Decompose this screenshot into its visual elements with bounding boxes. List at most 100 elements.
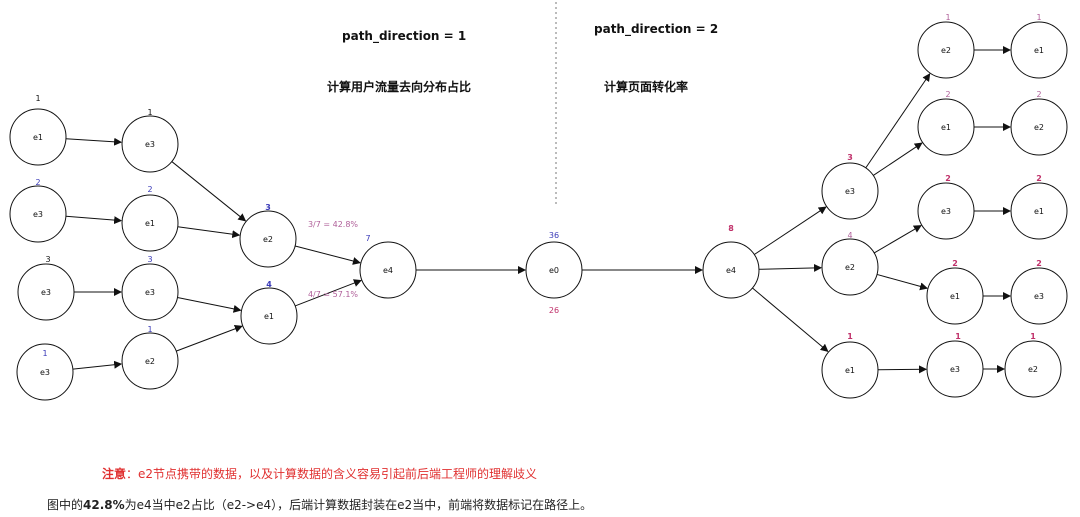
node-circle: [926, 267, 984, 325]
edge-R1_e4-to-R2_e1: [752, 287, 829, 352]
node-count: 1: [35, 94, 40, 103]
node-count: 36: [549, 231, 559, 240]
node-count: 4: [847, 231, 852, 240]
node-label: e3: [941, 207, 951, 216]
node-label: e3: [33, 210, 43, 219]
edge-R1_e4-to-R2_e3: [754, 206, 827, 255]
node-label: e1: [845, 366, 855, 375]
node-count: 2: [945, 174, 951, 183]
node-label: e2: [1028, 365, 1038, 374]
node-circle: [9, 185, 67, 243]
node-count: 3: [45, 255, 50, 264]
node-circle: [240, 287, 298, 345]
node-R4_e3: e32: [1010, 259, 1068, 325]
node-R2_e1: e11: [821, 332, 879, 399]
node-circle: [1004, 340, 1062, 398]
edge-ratio-label: 3/7 = 42.8%: [308, 220, 358, 229]
right-section-subheading: 计算页面转化率: [604, 80, 689, 94]
node-label: e1: [264, 312, 274, 321]
edge-L1_e1-to-L2_e3a: [65, 137, 123, 146]
node-circle: [821, 341, 879, 399]
node-circle: [1010, 182, 1068, 240]
node-circle: [1010, 98, 1068, 156]
node-label: e2: [941, 46, 951, 55]
node-count: 7: [365, 234, 370, 243]
edge-L2_e3a-to-L3_e2: [171, 161, 247, 222]
node-circle: [917, 182, 975, 240]
node-L2_e3a: e31: [121, 108, 179, 173]
edges-layer: 3/7 = 42.8%4/7 = 57.1%: [65, 46, 1011, 374]
node-count: 1: [1036, 13, 1041, 22]
node-count-below: 26: [549, 306, 559, 315]
node-circle: [17, 263, 75, 321]
node-label: e2: [1034, 123, 1044, 132]
edge-L2_e2-to-L3_e1: [176, 324, 243, 352]
edge-R2_e3-to-R3_e2: [865, 73, 931, 169]
node-C_e0: e0 36 26: [525, 231, 583, 315]
edge-L2_e1-to-L3_e2: [177, 226, 241, 239]
node-label: e2: [145, 357, 155, 366]
node-R1_e4: e4 8: [702, 224, 760, 299]
node-circle: [917, 21, 975, 79]
node-count: 2: [952, 259, 958, 268]
node-count: 1: [42, 349, 47, 358]
edge-L3_e2-to-L4_e4: [294, 245, 361, 265]
node-L1_e3a: e3 2: [9, 178, 67, 243]
node-R2_e3: e33: [821, 153, 879, 220]
node-count: 4: [266, 280, 272, 289]
edge-R1_e4-to-R2_e2: [758, 263, 823, 272]
node-circle: [917, 98, 975, 156]
caption-part2: 为e4当中e2占比（e2->e4），后端计算数据封装在e2当中，前端将数据标记在…: [124, 498, 593, 512]
node-circle: [821, 238, 879, 296]
node-count: 2: [147, 185, 152, 194]
node-L1_e3c: e31: [16, 343, 74, 401]
node-label: e3: [1034, 292, 1044, 301]
node-count: 1: [955, 332, 961, 341]
node-L4_e4: e47: [359, 234, 417, 299]
node-label: e3: [41, 288, 51, 297]
node-circle: [121, 115, 179, 173]
node-label: e1: [941, 123, 951, 132]
node-R4_e1b: e12: [1010, 174, 1068, 240]
node-circle: [926, 340, 984, 398]
node-R2_e2: e2 4: [821, 231, 879, 296]
edge-L2_e3b-to-L3_e1: [177, 297, 242, 313]
node-label: e1: [145, 219, 155, 228]
node-count: 1: [945, 13, 950, 22]
edge-R2_e2-to-R3_e3: [873, 225, 922, 254]
node-count: 2: [35, 178, 40, 187]
node-R3_e1: e1 2: [917, 90, 975, 156]
node-circle: [702, 241, 760, 299]
node-R3_e2: e2 1: [917, 13, 975, 79]
node-circle: [821, 162, 879, 220]
node-circle: [9, 108, 67, 166]
left-section-heading: path_direction = 1: [342, 29, 467, 43]
node-L2_e2: e21: [121, 325, 179, 390]
node-L2_e3b: e33: [121, 255, 179, 321]
node-label: e4: [726, 266, 736, 275]
figure-caption: 图中的42.8%为e4当中e2占比（e2->e4），后端计算数据封装在e2当中，…: [47, 496, 592, 513]
node-label: e1: [1034, 207, 1044, 216]
node-circle: [359, 241, 417, 299]
warning-note: 注意：e2节点携带的数据，以及计算数据的含义容易引起前后端工程师的理解歧义: [102, 465, 537, 482]
node-circle: [239, 210, 297, 268]
node-count: 8: [728, 224, 734, 233]
node-L2_e1: e1 2: [121, 185, 179, 252]
caption-highlight: 42.8%: [83, 498, 125, 512]
node-label: e0: [549, 266, 559, 275]
node-count: 3: [847, 153, 853, 162]
node-R4_e2b: e21: [1004, 332, 1062, 398]
node-count: 2: [945, 90, 950, 99]
node-count: 1: [147, 108, 152, 117]
node-circle: [1010, 267, 1068, 325]
right-section-heading: path_direction = 2: [594, 22, 719, 36]
node-label: e2: [845, 263, 855, 272]
node-label: e2: [263, 235, 273, 244]
node-label: e1: [1034, 46, 1044, 55]
warning-note-text: ：e2节点携带的数据，以及计算数据的含义容易引起前后端工程师的理解歧义: [126, 467, 538, 481]
node-circle: [121, 194, 179, 252]
node-label: e1: [950, 292, 960, 301]
warning-note-prefix: 注意: [102, 467, 127, 481]
node-L3_e2: e23: [239, 203, 297, 268]
edge-R2_e2-to-R3_e1b: [876, 273, 929, 291]
